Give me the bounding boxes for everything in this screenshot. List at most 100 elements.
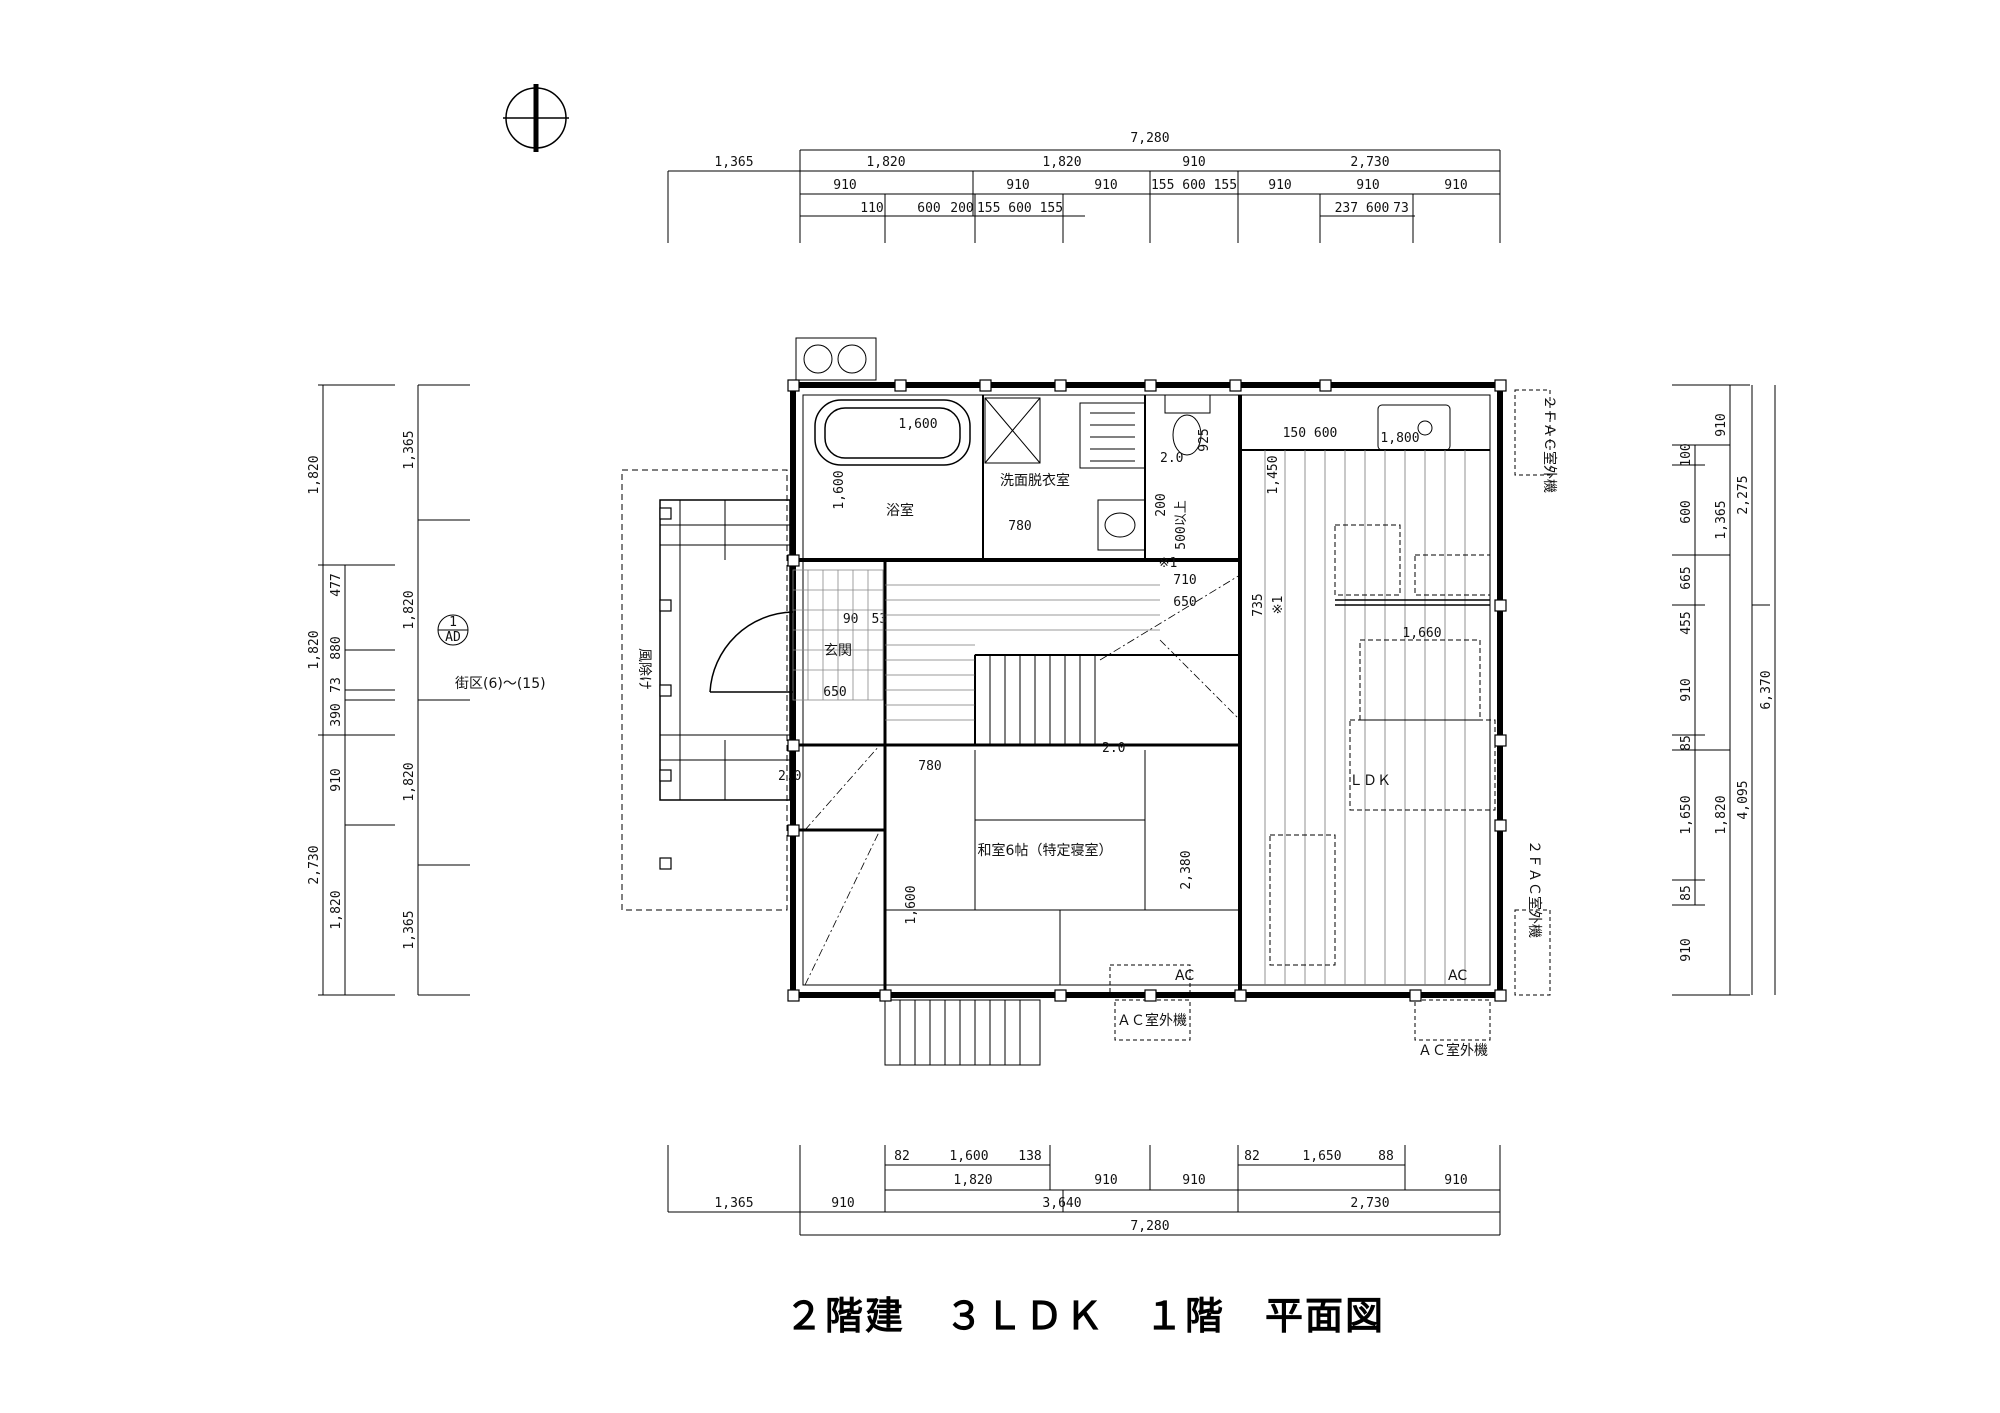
dim-650b: 650 (823, 685, 846, 700)
bath-height-dim: 1,600 (832, 470, 847, 509)
dim-650a: 650 (1173, 595, 1196, 610)
tatami (885, 750, 1240, 985)
dim-top-1820a: 1,820 (866, 155, 905, 170)
dim-left-1820a: 1,820 (307, 455, 322, 494)
dim-710: 710 (1173, 573, 1196, 588)
vent-note-2: ２ＦＡＣ室外機 (1526, 840, 1543, 938)
dim-1660: 1,660 (1402, 626, 1441, 641)
dim-right-1650: 1,650 (1679, 795, 1694, 834)
dim-right-100: 100 (1679, 443, 1694, 466)
dim-left-1820d: 1,820 (402, 590, 417, 629)
dim-top-r3-c: 910 (1094, 178, 1117, 193)
dim-right-600: 600 (1679, 500, 1694, 523)
dim-bot-138: 138 (1018, 1149, 1041, 1164)
ldk-counter (1335, 599, 1490, 606)
dim-top-1820b: 1,820 (1042, 155, 1081, 170)
dim-735: 735 (1251, 593, 1266, 616)
water-heater-icon (795, 337, 877, 381)
dim-bot-82a: 82 (894, 1149, 910, 1164)
dim-top-r4-d: 155 600 155 (977, 201, 1063, 216)
ac-label-1: AC (1175, 968, 1194, 984)
dim-left-1365a: 1,365 (402, 430, 417, 469)
dim-left-477: 477 (329, 573, 344, 596)
dim-bot-910a: 910 (1094, 1173, 1117, 1188)
windbreak-porch (621, 469, 791, 911)
left-dimension-lines (318, 384, 470, 996)
dim-20b: 2.0 (1160, 451, 1183, 466)
room-washroom: 洗面脱衣室 (1000, 472, 1070, 489)
dim-1600c: 1,600 (904, 885, 919, 924)
dim-bot-82b: 82 (1244, 1149, 1260, 1164)
dim-left-1820b: 1,820 (307, 630, 322, 669)
bottom-dimension-lines (667, 1145, 1501, 1236)
dim-sink-1800: 1,800 (1380, 431, 1419, 446)
dim-bot-910d: 910 (831, 1196, 854, 1211)
rear-deck (884, 999, 1041, 1066)
dim-left-1820c: 1,820 (329, 890, 344, 929)
dim-right-1820: 1,820 (1714, 795, 1729, 834)
vent-note-1: ２ＦＡＣ室外機 (1541, 395, 1558, 493)
dim-bot-3640: 3,640 (1042, 1196, 1081, 1211)
ac-label-2: AC (1448, 968, 1467, 984)
dim-right-455: 455 (1679, 611, 1694, 634)
dim-right-910a: 910 (1679, 678, 1694, 701)
dim-bot-total: 7,280 (1130, 1219, 1169, 1234)
dim-bot-910b: 910 (1182, 1173, 1205, 1188)
ldk-flooring (1264, 450, 1466, 985)
windbreak-label: 風除け (636, 648, 652, 690)
section-mark (437, 614, 469, 646)
dim-top-r4-a: 110 (860, 201, 883, 216)
entrance-tiles (792, 569, 884, 701)
dim-left-1820e: 1,820 (402, 762, 417, 801)
note-1a: ※1 (1159, 556, 1178, 571)
dim-right-6370: 6,370 (1759, 670, 1774, 709)
room-bath: 浴室 (886, 502, 914, 519)
dim-top-r4-f: 73 (1393, 201, 1409, 216)
dim-bot-1365: 1,365 (714, 1196, 753, 1211)
dim-top-r4-e: 237 600 (1335, 201, 1390, 216)
dim-right-4095: 4,095 (1736, 780, 1751, 819)
dim-right-1365: 1,365 (1714, 500, 1729, 539)
bathtub-icon (814, 399, 971, 466)
stairs (974, 654, 1096, 746)
ac-outdoor-label-1: ＡＣ室外機 (1117, 1012, 1187, 1029)
dim-top-910: 910 (1182, 155, 1205, 170)
section-mark-sheet: AD (445, 630, 461, 645)
dim-20c: 2.0 (778, 769, 801, 784)
dim-2380: 2,380 (1179, 850, 1194, 889)
bathtub-dim: 1,600 (898, 417, 937, 432)
opening-guides (804, 574, 1241, 986)
dim-top-r4-b: 600 (917, 201, 940, 216)
dim-right-85b: 85 (1679, 885, 1694, 901)
hallway-flooring (885, 584, 1160, 721)
dim-bot-910c: 910 (1444, 1173, 1467, 1188)
block-note: 街区(6)～(15) (455, 676, 546, 692)
wash-width-dim: 780 (1008, 519, 1031, 534)
dim-left-390: 390 (329, 703, 344, 726)
dim-top-total: 7,280 (1130, 131, 1169, 146)
dim-90-53: 90 53 (843, 612, 887, 627)
section-mark-number: 1 (449, 615, 457, 630)
dim-top-r3-a: 910 (833, 178, 856, 193)
dim-bot-1820: 1,820 (953, 1173, 992, 1188)
dim-left-880: 880 (329, 636, 344, 659)
dim-top-r3-g: 910 (1444, 178, 1467, 193)
north-compass-icon (503, 84, 569, 152)
dim-left-910: 910 (329, 768, 344, 791)
note-1b: ※1 (1271, 596, 1286, 615)
dim-1450: 1,450 (1266, 455, 1281, 494)
kitchen-sink-icon (1377, 404, 1451, 451)
dim-right-2275: 2,275 (1736, 475, 1751, 514)
dim-200: 200 (1154, 493, 1169, 516)
dim-top-r3-d: 155 600 155 (1151, 178, 1237, 193)
dim-bot-88: 88 (1378, 1149, 1394, 1164)
drawing-title: ２階建 ３ＬＤＫ １階 平面図 (785, 1294, 1386, 1338)
room-washitsu: 和室6帖（特定寝室） (978, 842, 1113, 859)
ac-outdoor-units (1109, 389, 1551, 1041)
toilet-icon (1164, 394, 1211, 456)
dim-left-73: 73 (329, 677, 344, 693)
ac-outdoor-label-2: ＡＣ室外機 (1418, 1042, 1488, 1059)
structural-columns (659, 379, 1507, 1002)
room-ldk: ＬＤＫ (1349, 773, 1391, 789)
